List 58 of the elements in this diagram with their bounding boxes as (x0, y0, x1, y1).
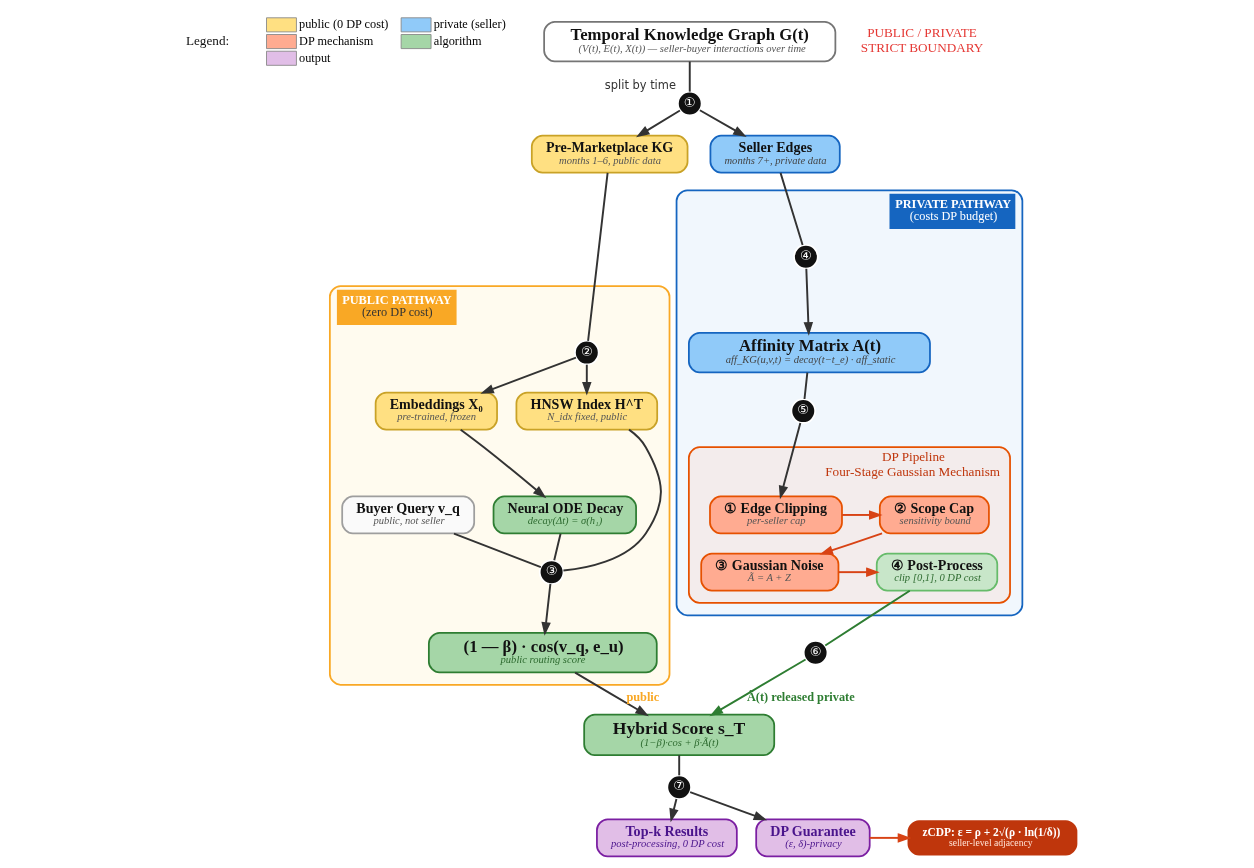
connector (561, 428, 662, 572)
connector (779, 171, 804, 246)
legend-label: algorithm (433, 33, 482, 48)
node-box: Pre-Marketplace KG months 1–6, public data (530, 134, 688, 174)
node-box: Neural ODE Decay decay(Δt) = σ(h₁) (492, 495, 637, 535)
node-circle: ⑦ (665, 774, 692, 801)
arrow (709, 658, 806, 717)
node-box: Buyer Query v_q public, not seller (340, 495, 475, 535)
arrow (818, 532, 883, 555)
node-box: (1 — β) · cos(v_q, e_u) public routing score (427, 632, 658, 674)
arrow (573, 671, 649, 717)
arrow (840, 510, 883, 520)
legend-label: DP mechanism (298, 33, 373, 48)
arrow (668, 798, 679, 823)
connector (688, 60, 691, 93)
legend-label: public (0 DP cost) (298, 17, 388, 32)
arrow (635, 109, 681, 138)
arrow (778, 421, 801, 500)
arrow (688, 791, 767, 821)
arrow (803, 267, 813, 336)
node-box: Embeddings X₀ pre-trained, frozen (374, 391, 498, 431)
arrow (459, 428, 546, 499)
edge-label: public (625, 689, 659, 704)
connector (677, 754, 680, 777)
connector (803, 371, 808, 400)
connector (552, 532, 562, 562)
arrow (868, 833, 911, 843)
node-box: ④ Post-Process clip [0,1], 0 DP cost (875, 552, 998, 592)
arrow (479, 356, 577, 394)
label: PUBLIC / PRIVATE STRICT BOUNDARY (860, 25, 983, 56)
node-box: ② Scope Cap sensitivity bound (878, 495, 990, 535)
node-circle: ③ (538, 559, 564, 585)
node-circle: ⑤ (790, 398, 816, 424)
arrow (698, 109, 747, 137)
legend-label: output (298, 50, 331, 65)
node-circle: ② (573, 339, 600, 366)
node-box: Seller Edges months 7+, private data (709, 134, 841, 174)
node-box: ① Edge Clipping per-seller cap (708, 495, 843, 535)
node-box: Hybrid Score s_T (1−β)·cos + β·Ã(t) (582, 713, 775, 757)
node-box: Top-k Results post-processing, 0 DP cost (595, 818, 738, 858)
arrow (540, 583, 551, 636)
node-box: DP Guarantee (ε, δ)-privacy (754, 818, 871, 858)
edge-label: Ã(t) released private (746, 689, 855, 704)
node-box: zCDP: ε = ρ + 2√(ρ · ln(1/δ)) seller-level adjacency (907, 820, 1077, 856)
arrow (837, 567, 880, 577)
node-circle: ① (676, 90, 702, 117)
node-box: ③ Gaussian Noise Ã = A + Z (699, 552, 839, 592)
arrow (581, 363, 592, 396)
node-circle: ④ (792, 243, 819, 270)
connector (452, 532, 542, 569)
label: Legend: (185, 32, 229, 48)
node-box: Affinity Matrix A(t) aff_KG(u,v,t) = decay(t−t_e) · aff_static (687, 331, 931, 374)
connector (586, 171, 609, 342)
legend-label: private (seller) (433, 17, 506, 32)
node-label: split by time (604, 77, 676, 92)
node-circle: ⑥ (802, 639, 828, 666)
node-box: Temporal Knowledge Graph G(t) (V(t), E(t), X(t)) — seller-buyer interactions over time (542, 20, 836, 63)
node-box: HNSW Index H^T N_idx fixed, public (515, 391, 658, 431)
